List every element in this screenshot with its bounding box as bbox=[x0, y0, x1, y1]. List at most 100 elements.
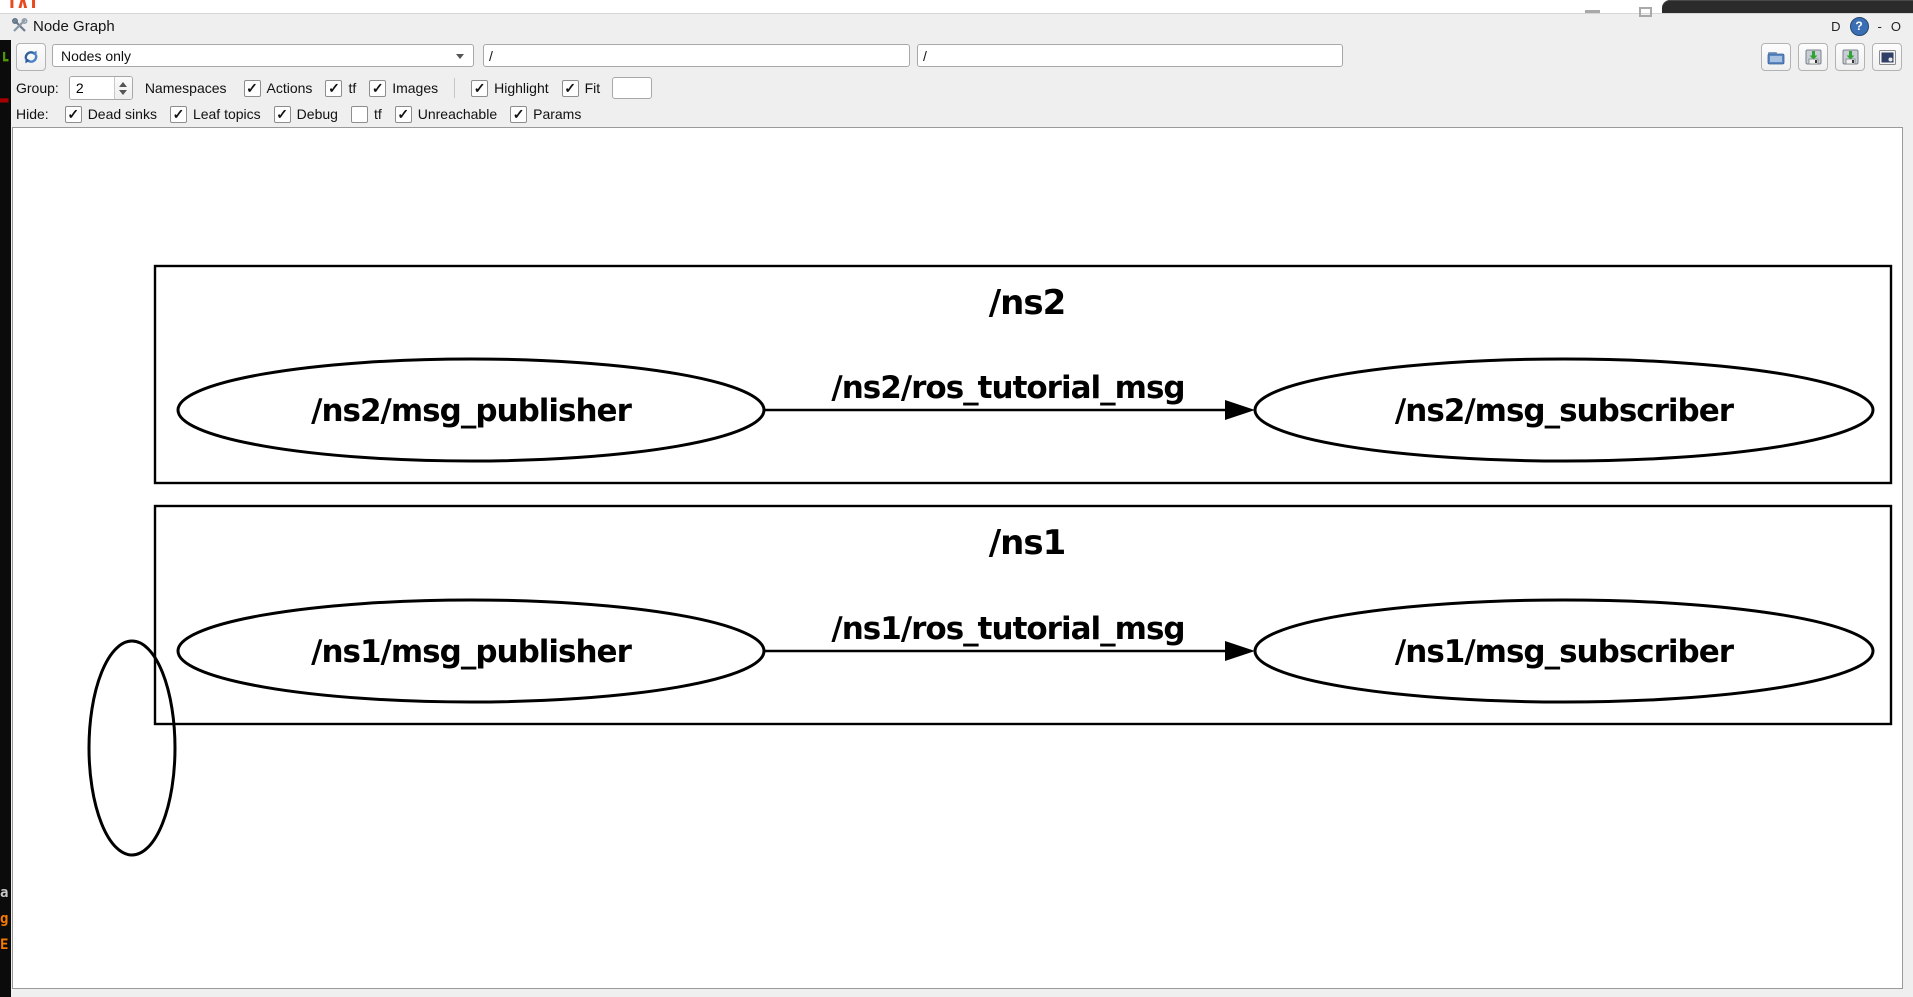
checkbox-tf[interactable]: tf bbox=[350, 105, 382, 123]
spinbox-arrows[interactable] bbox=[113, 77, 132, 99]
refresh-button[interactable] bbox=[16, 43, 46, 71]
graph-type-combobox[interactable]: Nodes only bbox=[52, 44, 474, 67]
node-filter-input[interactable] bbox=[483, 44, 910, 67]
checkbox-indicator[interactable]: ✓ bbox=[169, 105, 187, 123]
node-label: /ns2/msg_subscriber bbox=[1395, 393, 1735, 429]
group-depth-value[interactable] bbox=[69, 77, 114, 99]
group-options-row: Group: Namespaces ✓Actions✓tf✓Images ✓Hi… bbox=[0, 76, 653, 100]
background-terminal-glyph: ┗ bbox=[0, 53, 9, 69]
checkbox-indicator[interactable]: ✓ bbox=[471, 79, 489, 97]
checkbox-highlight[interactable]: ✓ Highlight bbox=[471, 79, 549, 97]
checkbox-params[interactable]: ✓ Params bbox=[510, 105, 582, 123]
cluster-label: /ns1 bbox=[989, 523, 1066, 563]
float-icon[interactable]: O bbox=[1890, 18, 1901, 34]
node-ellipse[interactable] bbox=[1253, 598, 1875, 704]
refresh-icon bbox=[24, 50, 38, 64]
background-window-mark bbox=[1585, 10, 1600, 13]
open-dot-button[interactable] bbox=[1761, 43, 1791, 71]
group-label: Group: bbox=[16, 80, 59, 96]
checkbox-label: tf bbox=[348, 80, 357, 96]
view-checkboxes: ✓ Highlight ✓Fit bbox=[458, 79, 600, 97]
save-with-green-arrow-icon bbox=[1805, 49, 1821, 65]
file-buttons-group bbox=[1761, 43, 1902, 71]
page-title: Node Graph bbox=[33, 17, 115, 35]
checkbox-label: Debug bbox=[296, 106, 338, 122]
checkbox-label: Leaf topics bbox=[192, 106, 261, 122]
trailing-empty-field[interactable] bbox=[612, 77, 653, 99]
graph-canvas[interactable]: /ns2/ns2/ros_tutorial_msg/ns2/msg_publis… bbox=[12, 127, 1903, 989]
hide-options-row: Hide: ✓ Dead sinks ✓ Leaf topics ✓ Debug tf ✓Un… bbox=[0, 103, 581, 125]
checkbox-indicator[interactable]: ✓ bbox=[510, 105, 528, 123]
checkbox-label: Dead sinks bbox=[87, 106, 157, 122]
help-icon[interactable]: ? bbox=[1849, 16, 1869, 36]
cluster-ns1: /ns1/ns1/ros_tutorial_msg/ns1/msg_publis… bbox=[153, 504, 1893, 726]
node-label: /ns2/msg_publisher bbox=[311, 393, 632, 429]
plugin-titlebar: Node Graph D ? - O bbox=[12, 14, 1905, 38]
namespaces-label: Namespaces bbox=[144, 80, 227, 96]
stray-node-ellipse[interactable] bbox=[87, 639, 177, 857]
toolbar-divider bbox=[454, 78, 456, 98]
background-window-strip: l∧l bbox=[0, 0, 1913, 17]
checkbox-images[interactable]: ✓ Images bbox=[369, 79, 439, 97]
folder-open-icon bbox=[1767, 51, 1784, 64]
background-terminal-glyph: ▂ bbox=[0, 87, 9, 103]
checkbox-label: Highlight bbox=[494, 80, 549, 96]
checkbox-label: Images bbox=[392, 80, 439, 96]
background-terminal-glyph: g bbox=[0, 911, 9, 927]
checkbox-indicator[interactable]: ✓ bbox=[64, 105, 82, 123]
checkbox-indicator[interactable]: ✓ bbox=[369, 79, 387, 97]
background-dark-window-fragment bbox=[1662, 0, 1913, 13]
hide-checkboxes: ✓ Dead sinks ✓ Leaf topics ✓ Debug tf ✓Unreacha… bbox=[52, 105, 582, 123]
node-label: /ns1/msg_subscriber bbox=[1395, 634, 1735, 670]
edge-topic-label: /ns1/ros_tutorial_msg bbox=[831, 611, 1184, 647]
checkbox-leaf-topics[interactable]: ✓ Leaf topics bbox=[169, 105, 261, 123]
node-ellipse[interactable] bbox=[176, 598, 766, 704]
save-dot-button[interactable] bbox=[1798, 43, 1828, 71]
checkbox-label: tf bbox=[373, 106, 382, 122]
graph-toolbar: Nodes only bbox=[0, 42, 1913, 72]
checkbox-indicator[interactable]: ✓ bbox=[561, 79, 579, 97]
checkbox-fit[interactable]: ✓Fit bbox=[561, 79, 600, 97]
cluster-label: /ns2 bbox=[989, 283, 1066, 323]
background-window-mark bbox=[1639, 7, 1652, 17]
edge-arrowhead-icon bbox=[1225, 641, 1255, 661]
node-ellipse[interactable] bbox=[176, 357, 766, 463]
topic-filter-input[interactable] bbox=[917, 44, 1343, 67]
checkbox-unreachable[interactable]: ✓Unreachable bbox=[394, 105, 497, 123]
checkbox-debug[interactable]: ✓ Debug bbox=[273, 105, 338, 123]
spin-down-icon[interactable] bbox=[119, 89, 128, 95]
checkbox-indicator[interactable]: ✓ bbox=[243, 79, 261, 97]
save-with-green-arrow-icon bbox=[1842, 49, 1858, 65]
node-label: /ns1/msg_publisher bbox=[311, 634, 632, 670]
node-ellipse[interactable] bbox=[1253, 357, 1875, 463]
graph-type-selected-value: Nodes only bbox=[61, 47, 132, 64]
edge-topic-label: /ns2/ros_tutorial_msg bbox=[831, 370, 1184, 406]
background-terminal-glyph: E bbox=[0, 937, 9, 953]
titlebar-buttons: D ? - O bbox=[1831, 14, 1901, 38]
checkbox-indicator[interactable]: ✓ bbox=[325, 79, 343, 97]
save-svg-button[interactable] bbox=[1835, 43, 1865, 71]
spin-up-icon[interactable] bbox=[119, 81, 128, 87]
checkbox-indicator[interactable] bbox=[350, 105, 368, 123]
checkbox-indicator[interactable]: ✓ bbox=[273, 105, 291, 123]
checkbox-dead-sinks[interactable]: ✓ Dead sinks bbox=[64, 105, 157, 123]
minimize-icon[interactable]: - bbox=[1877, 18, 1882, 34]
background-logo-fragment: l∧l bbox=[9, 0, 38, 12]
hide-label: Hide: bbox=[16, 106, 49, 122]
cluster-box bbox=[153, 264, 1893, 485]
save-image-button[interactable] bbox=[1872, 43, 1902, 71]
checkbox-indicator[interactable]: ✓ bbox=[394, 105, 412, 123]
node-graph[interactable]: /ns2/ns2/ros_tutorial_msg/ns2/msg_publis… bbox=[13, 128, 1902, 988]
checkbox-actions[interactable]: ✓Actions bbox=[243, 79, 312, 97]
checkbox-label: Params bbox=[533, 106, 582, 122]
background-terminal-glyph: a bbox=[0, 885, 9, 901]
group-depth-spinbox[interactable] bbox=[68, 76, 133, 100]
cluster-ns2: /ns2/ns2/ros_tutorial_msg/ns2/msg_publis… bbox=[153, 264, 1893, 485]
chevron-down-icon bbox=[456, 54, 464, 59]
cluster-box bbox=[153, 504, 1893, 726]
checkbox-tf[interactable]: ✓ tf bbox=[325, 79, 357, 97]
edge-arrowhead-icon bbox=[1225, 400, 1255, 420]
dock-d-button[interactable]: D bbox=[1831, 18, 1841, 34]
